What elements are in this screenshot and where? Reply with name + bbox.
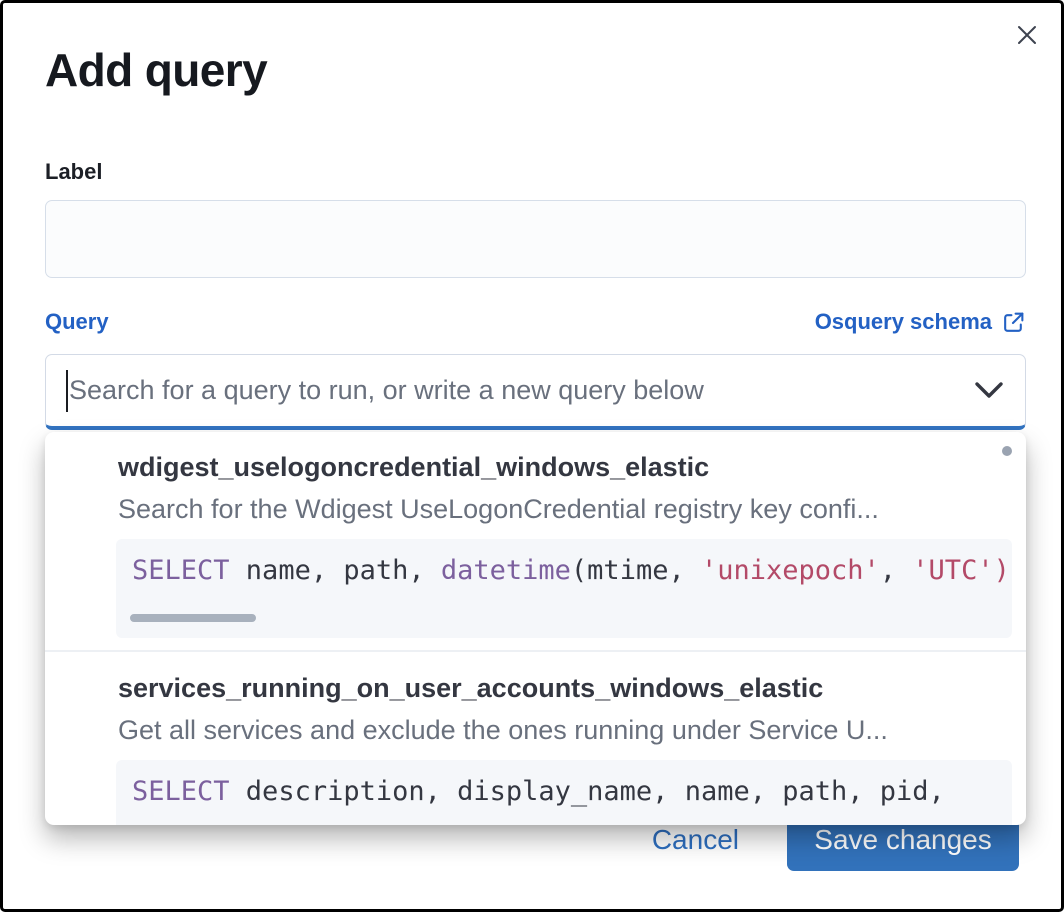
horizontal-scrollbar-thumb[interactable] [130,614,256,622]
query-options-dropdown: wdigest_uselogoncredential_windows_elast… [45,432,1026,825]
query-option-wdigest[interactable]: wdigest_uselogoncredential_windows_elast… [45,432,1026,638]
close-icon [1018,26,1036,44]
query-field-label: Query [45,309,109,334]
sql-code: SELECT description, display_name, name, … [132,776,962,807]
query-option-services[interactable]: services_running_on_user_accounts_window… [45,652,1026,825]
close-button[interactable] [1007,15,1047,55]
chevron-down-icon[interactable] [973,381,1005,400]
vertical-scrollbar-thumb[interactable] [1002,446,1012,456]
text-cursor [66,369,68,412]
label-input[interactable] [45,200,1026,278]
query-option-title: wdigest_uselogoncredential_windows_elast… [118,452,710,482]
query-option-description: Search for the Wdigest UseLogonCredentia… [118,494,879,524]
osquery-schema-link-label: Osquery schema [814,309,992,334]
query-code-preview: SELECT description, display_name, name, … [116,760,1012,825]
modal-title: Add query [45,44,268,96]
external-link-icon [1004,312,1024,332]
sql-code: SELECT name, path, datetime(mtime, 'unix… [132,555,1010,586]
query-option-description: Get all services and exclude the ones ru… [118,715,888,745]
osquery-schema-link[interactable]: Osquery schema [815,309,1026,335]
cancel-button[interactable]: Cancel [651,824,739,855]
query-option-title: services_running_on_user_accounts_window… [118,673,824,703]
option-divider [45,650,1026,652]
query-field-header: Query Osquery schema [45,309,1026,335]
query-code-preview: SELECT name, path, datetime(mtime, 'unix… [116,539,1012,638]
label-field-label: Label [45,159,103,184]
query-search-placeholder: Search for a query to run, or write a ne… [69,375,704,405]
query-combobox[interactable]: Search for a query to run, or write a ne… [45,354,1026,430]
